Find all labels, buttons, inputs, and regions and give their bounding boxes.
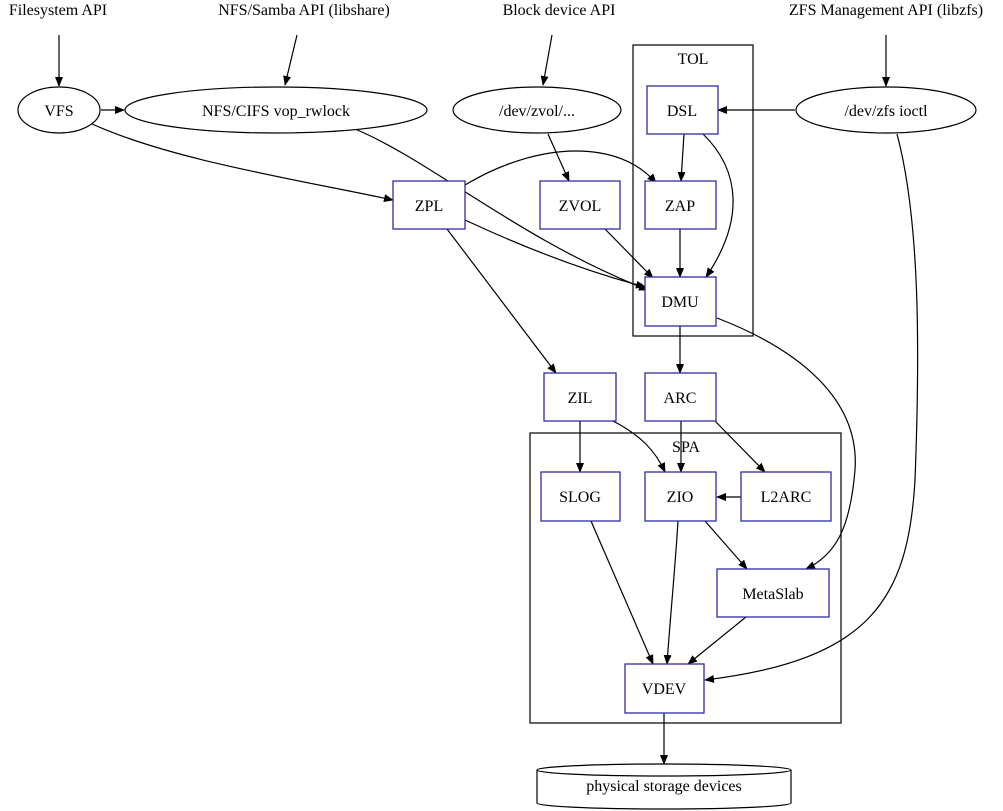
- node-nfs-cifs: NFS/CIFS vop_rwlock: [124, 86, 428, 134]
- node-vfs-label: VFS: [44, 103, 73, 120]
- edge-dmu-to-metaslab: [716, 317, 856, 570]
- node-dev-zvol: /dev/zvol/...: [452, 86, 622, 134]
- node-vdev-label: VDEV: [642, 681, 687, 698]
- node-physical-storage-label: physical storage devices: [586, 778, 742, 795]
- node-zio: ZIO: [644, 471, 717, 522]
- node-dmu: DMU: [644, 276, 717, 327]
- edge-zvol-to-dmu: [604, 228, 654, 279]
- cluster-spa: SPA: [529, 432, 842, 724]
- node-vdev: VDEV: [624, 663, 705, 714]
- node-zpl-label: ZPL: [415, 198, 443, 215]
- edges: [55, 34, 919, 765]
- edge-slog-to-vdev: [590, 520, 654, 665]
- edge-block-device-api-to-dev-zvol: [540, 34, 553, 86]
- node-dmu-label: DMU: [661, 294, 699, 311]
- edge-dsl-to-dmu: [702, 133, 734, 278]
- edge-metaslab-to-vdev: [687, 616, 747, 665]
- node-physical-storage: physical storage devices: [536, 763, 792, 810]
- node-metaslab-label: MetaSlab: [742, 586, 803, 603]
- node-dev-zfs-ioctl: /dev/zfs ioctl: [795, 86, 977, 134]
- edge-zio-to-metaslab: [704, 520, 748, 570]
- edge-dev-zfs-ioctl-to-vdev: [704, 133, 919, 683]
- node-zvol: ZVOL: [539, 180, 621, 230]
- node-dev-zfs-ioctl-label: /dev/zfs ioctl: [844, 103, 928, 120]
- node-zil: ZIL: [543, 372, 617, 422]
- edge-nfs-cifs-to-dmu: [354, 128, 649, 291]
- cluster-tol: TOL: [632, 44, 754, 337]
- edge-dev-zvol-to-zvol: [547, 133, 570, 182]
- filesystem-api-label: Filesystem API: [9, 2, 107, 19]
- node-zap: ZAP: [644, 180, 717, 230]
- node-nfs-cifs-label: NFS/CIFS vop_rwlock: [202, 103, 350, 120]
- node-zio-label: ZIO: [667, 489, 694, 506]
- node-dsl-label: DSL: [667, 103, 697, 120]
- node-l2arc: L2ARC: [740, 471, 832, 522]
- node-zil-label: ZIL: [568, 390, 593, 407]
- cluster-spa-label: SPA: [672, 439, 700, 456]
- node-zvol-label: ZVOL: [559, 198, 602, 215]
- node-metaslab: MetaSlab: [716, 568, 830, 618]
- edge-zio-to-vdev: [663, 520, 679, 665]
- node-arc: ARC: [644, 372, 717, 422]
- node-dsl: DSL: [646, 85, 719, 135]
- cluster-tol-label: TOL: [678, 51, 709, 68]
- node-slog-label: SLOG: [559, 489, 601, 506]
- edge-arc-to-l2arc: [714, 420, 766, 473]
- node-zpl: ZPL: [392, 180, 466, 230]
- node-l2arc-label: L2ARC: [761, 489, 812, 506]
- block-device-api-label: Block device API: [503, 2, 616, 19]
- edge-zpl-to-dmu: [464, 219, 646, 289]
- nfs-samba-api-label: NFS/Samba API (libshare): [218, 2, 390, 19]
- node-dev-zvol-label: /dev/zvol/...: [499, 103, 575, 120]
- node-slog: SLOG: [540, 471, 621, 522]
- edge-zil-to-zio: [612, 420, 666, 473]
- edge-nfs-samba-api-to-nfs-cifs: [283, 34, 298, 86]
- edge-zpl-to-zap: [464, 150, 657, 186]
- node-vfs: VFS: [17, 86, 101, 134]
- edge-zpl-to-zil: [446, 228, 557, 374]
- edge-vfs-to-zpl: [89, 122, 394, 203]
- node-arc-label: ARC: [664, 390, 697, 407]
- zfs-management-api-label: ZFS Management API (libzfs): [789, 2, 983, 19]
- edge-dsl-to-zap: [677, 133, 686, 182]
- node-zap-label: ZAP: [665, 198, 695, 215]
